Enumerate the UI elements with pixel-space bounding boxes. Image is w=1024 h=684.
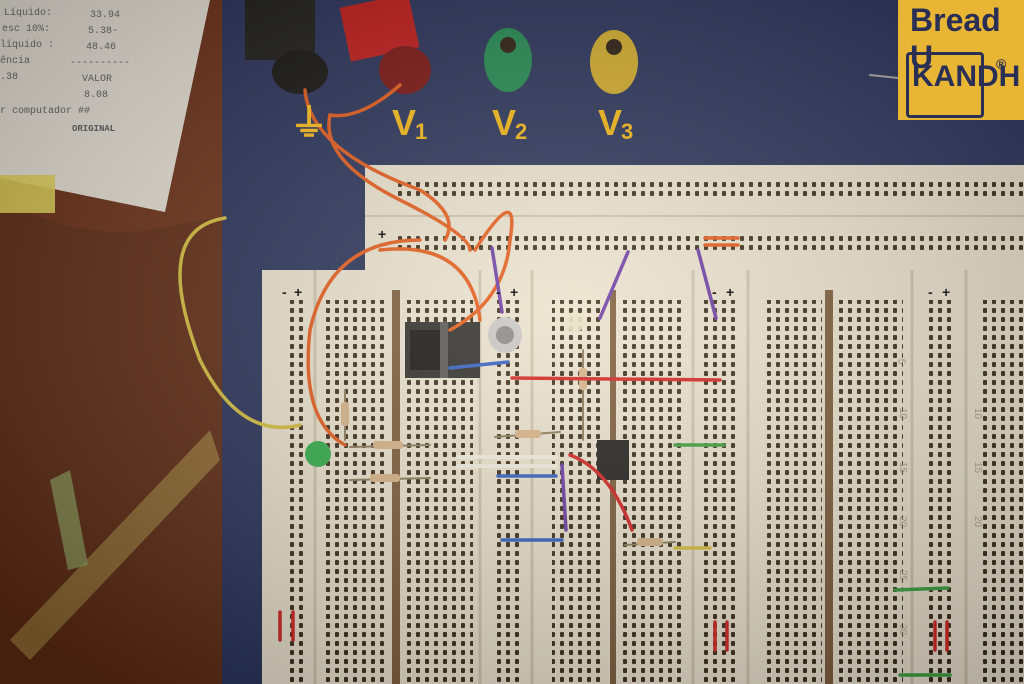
rail-minus-mark: - [712, 284, 717, 300]
rail-plus-mark: + [378, 226, 387, 242]
row-number: 15 [897, 461, 909, 474]
receipt-line: ência [0, 56, 31, 67]
ground-symbol: ⏚ [290, 103, 328, 145]
rail-plus-mark: + [726, 284, 735, 300]
receipt-value: 5.38- [88, 26, 119, 37]
rail-plus-mark: + [294, 284, 303, 300]
rail-minus-mark: - [282, 284, 287, 300]
rail-plus-mark: + [510, 284, 519, 300]
receipt-line: Líquido: [4, 8, 53, 19]
row-number: 20 [972, 515, 984, 528]
row-number: 20 [897, 515, 909, 528]
receipt-value: 8.08 [84, 90, 109, 101]
receipt-value: 33.94 [90, 10, 121, 21]
row-number: 5 [895, 358, 907, 365]
row-number: 10 [972, 407, 984, 420]
receipt-value: VALOR [82, 74, 113, 85]
brand-panel [898, 0, 1024, 120]
row-number: 25 [897, 569, 909, 582]
receipt-line: .38 [0, 72, 19, 83]
terminal-label-v3: V3 [598, 102, 633, 144]
receipt-line: líquido : [0, 40, 55, 51]
receipt-value: ---------- [70, 58, 131, 69]
row-number: 30 [897, 623, 909, 636]
row-number: 10 [897, 407, 909, 420]
row-number: 15 [972, 461, 984, 474]
terminal-label-v2: V2 [492, 102, 527, 144]
terminal-label-v1: V1 [392, 102, 427, 144]
brand-registered-mark: ® [996, 56, 1007, 72]
brand-logo-frame [906, 52, 984, 118]
receipt-value: 48.46 [86, 42, 117, 53]
brand-name: Bread U [910, 2, 1001, 75]
brand-logo: KANDH [912, 60, 1021, 93]
rail-minus-mark: - [928, 284, 933, 300]
rail-plus-mark: + [942, 284, 951, 300]
receipt-original-label: ORIGINAL [72, 124, 116, 134]
rail-minus-mark: - [496, 284, 501, 300]
receipt-line: r computador ## [0, 106, 91, 117]
receipt-line: esc 10%: [2, 24, 51, 35]
